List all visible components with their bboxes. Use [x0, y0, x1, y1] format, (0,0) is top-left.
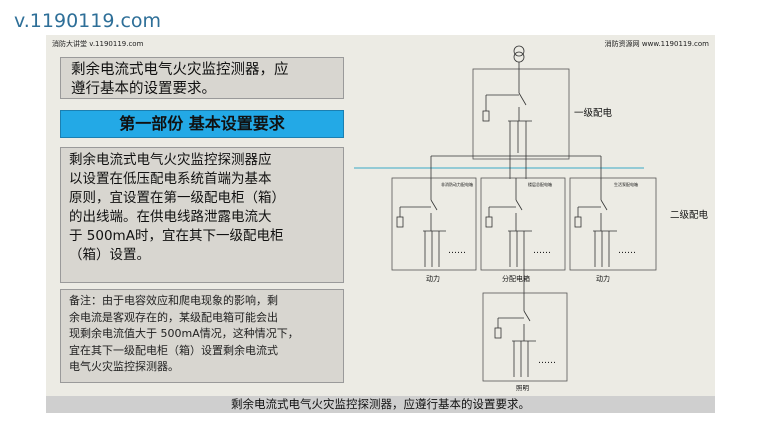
lighting-label: 照明 — [516, 384, 530, 392]
cabinet-1-label: 非消防动力配电箱 — [441, 181, 473, 187]
note-box: 备注：由于电容效应和爬电现象的影响，剩 余电流是客观存在的，某级配电箱可能会出 … — [60, 289, 344, 383]
header-right: 消防资源网 www.1190119.com — [604, 40, 709, 48]
slide-title-box: 剩余电流式电气火灾监控测器，应 遵行基本的设置要求。 — [60, 57, 344, 99]
body-line: （箱）设置。 — [69, 247, 150, 263]
slide: 消防大讲堂 v.1190119.com 消防资源网 www.1190119.co… — [46, 35, 715, 413]
site-watermark: v.1190119.com — [14, 10, 162, 32]
note-line: 电气火灾监控探测器。 — [69, 360, 179, 373]
ellipsis: …… — [618, 246, 636, 256]
note-line: 余电流是客观存在的，某级配电箱可能会出 — [69, 310, 278, 324]
level1-label: 一级配电 — [574, 107, 613, 119]
level2-cabinet-1: 非消防动力配电箱 …… — [391, 177, 477, 271]
cabinet-3-label: 生活泵配电箱 — [614, 181, 638, 187]
ellipsis: …… — [448, 246, 466, 256]
level1-cabinet: 一级配电 — [472, 45, 613, 179]
bottom-label-sub-box: 分配电箱 — [502, 274, 530, 283]
bottom-label-power-1: 动力 — [426, 274, 440, 283]
header-left: 消防大讲堂 v.1190119.com — [52, 40, 144, 48]
lighting-cabinet: …… — [482, 267, 568, 382]
level2-cabinet-2: 楼层总配电箱 …… — [480, 177, 566, 271]
note-line: 备注：由于电容效应和爬电现象的影响，剩 — [69, 294, 278, 307]
title-line: 剩余电流式电气火灾监控测器，应 — [71, 62, 289, 78]
body-line: 的出线端。在供电线路泄露电流大 — [69, 209, 272, 225]
body-line: 于 500mA时，宜在其下一级配电柜 — [69, 228, 284, 244]
ellipsis: …… — [538, 356, 556, 366]
body-line: 剩余电流式电气火灾监控探测器应 — [69, 152, 272, 168]
bottom-label-power-2: 动力 — [596, 274, 610, 283]
level2-label: 二级配电 — [670, 209, 709, 221]
body-line: 以设置在低压配电系统首端为基本 — [69, 171, 272, 187]
cabinet-2-label: 楼层总配电箱 — [528, 181, 552, 187]
distribution-diagram: 一级配电 非消防动力配电箱 …… 楼层总配电箱 — [354, 45, 709, 392]
level2-cabinet-3: 生活泵配电箱 …… — [569, 177, 657, 271]
body-line: 原则，宜设置在第一级配电柜（箱） — [69, 190, 285, 206]
section-heading: 第一部份 基本设置要求 — [60, 110, 344, 138]
title-line: 遵行基本的设置要求。 — [71, 81, 216, 97]
ellipsis: …… — [533, 246, 551, 256]
note-line: 现剩余电流值大于 500mA情况，这种情况下， — [69, 327, 299, 340]
slide-caption: 剩余电流式电气火灾监控探测器，应遵行基本的设置要求。 — [46, 396, 715, 413]
body-text-box: 剩余电流式电气火灾监控探测器应 以设置在低压配电系统首端为基本 原则，宜设置在第… — [60, 147, 344, 283]
note-line: 宜在其下一级配电柜（箱）设置剩余电流式 — [69, 343, 278, 357]
